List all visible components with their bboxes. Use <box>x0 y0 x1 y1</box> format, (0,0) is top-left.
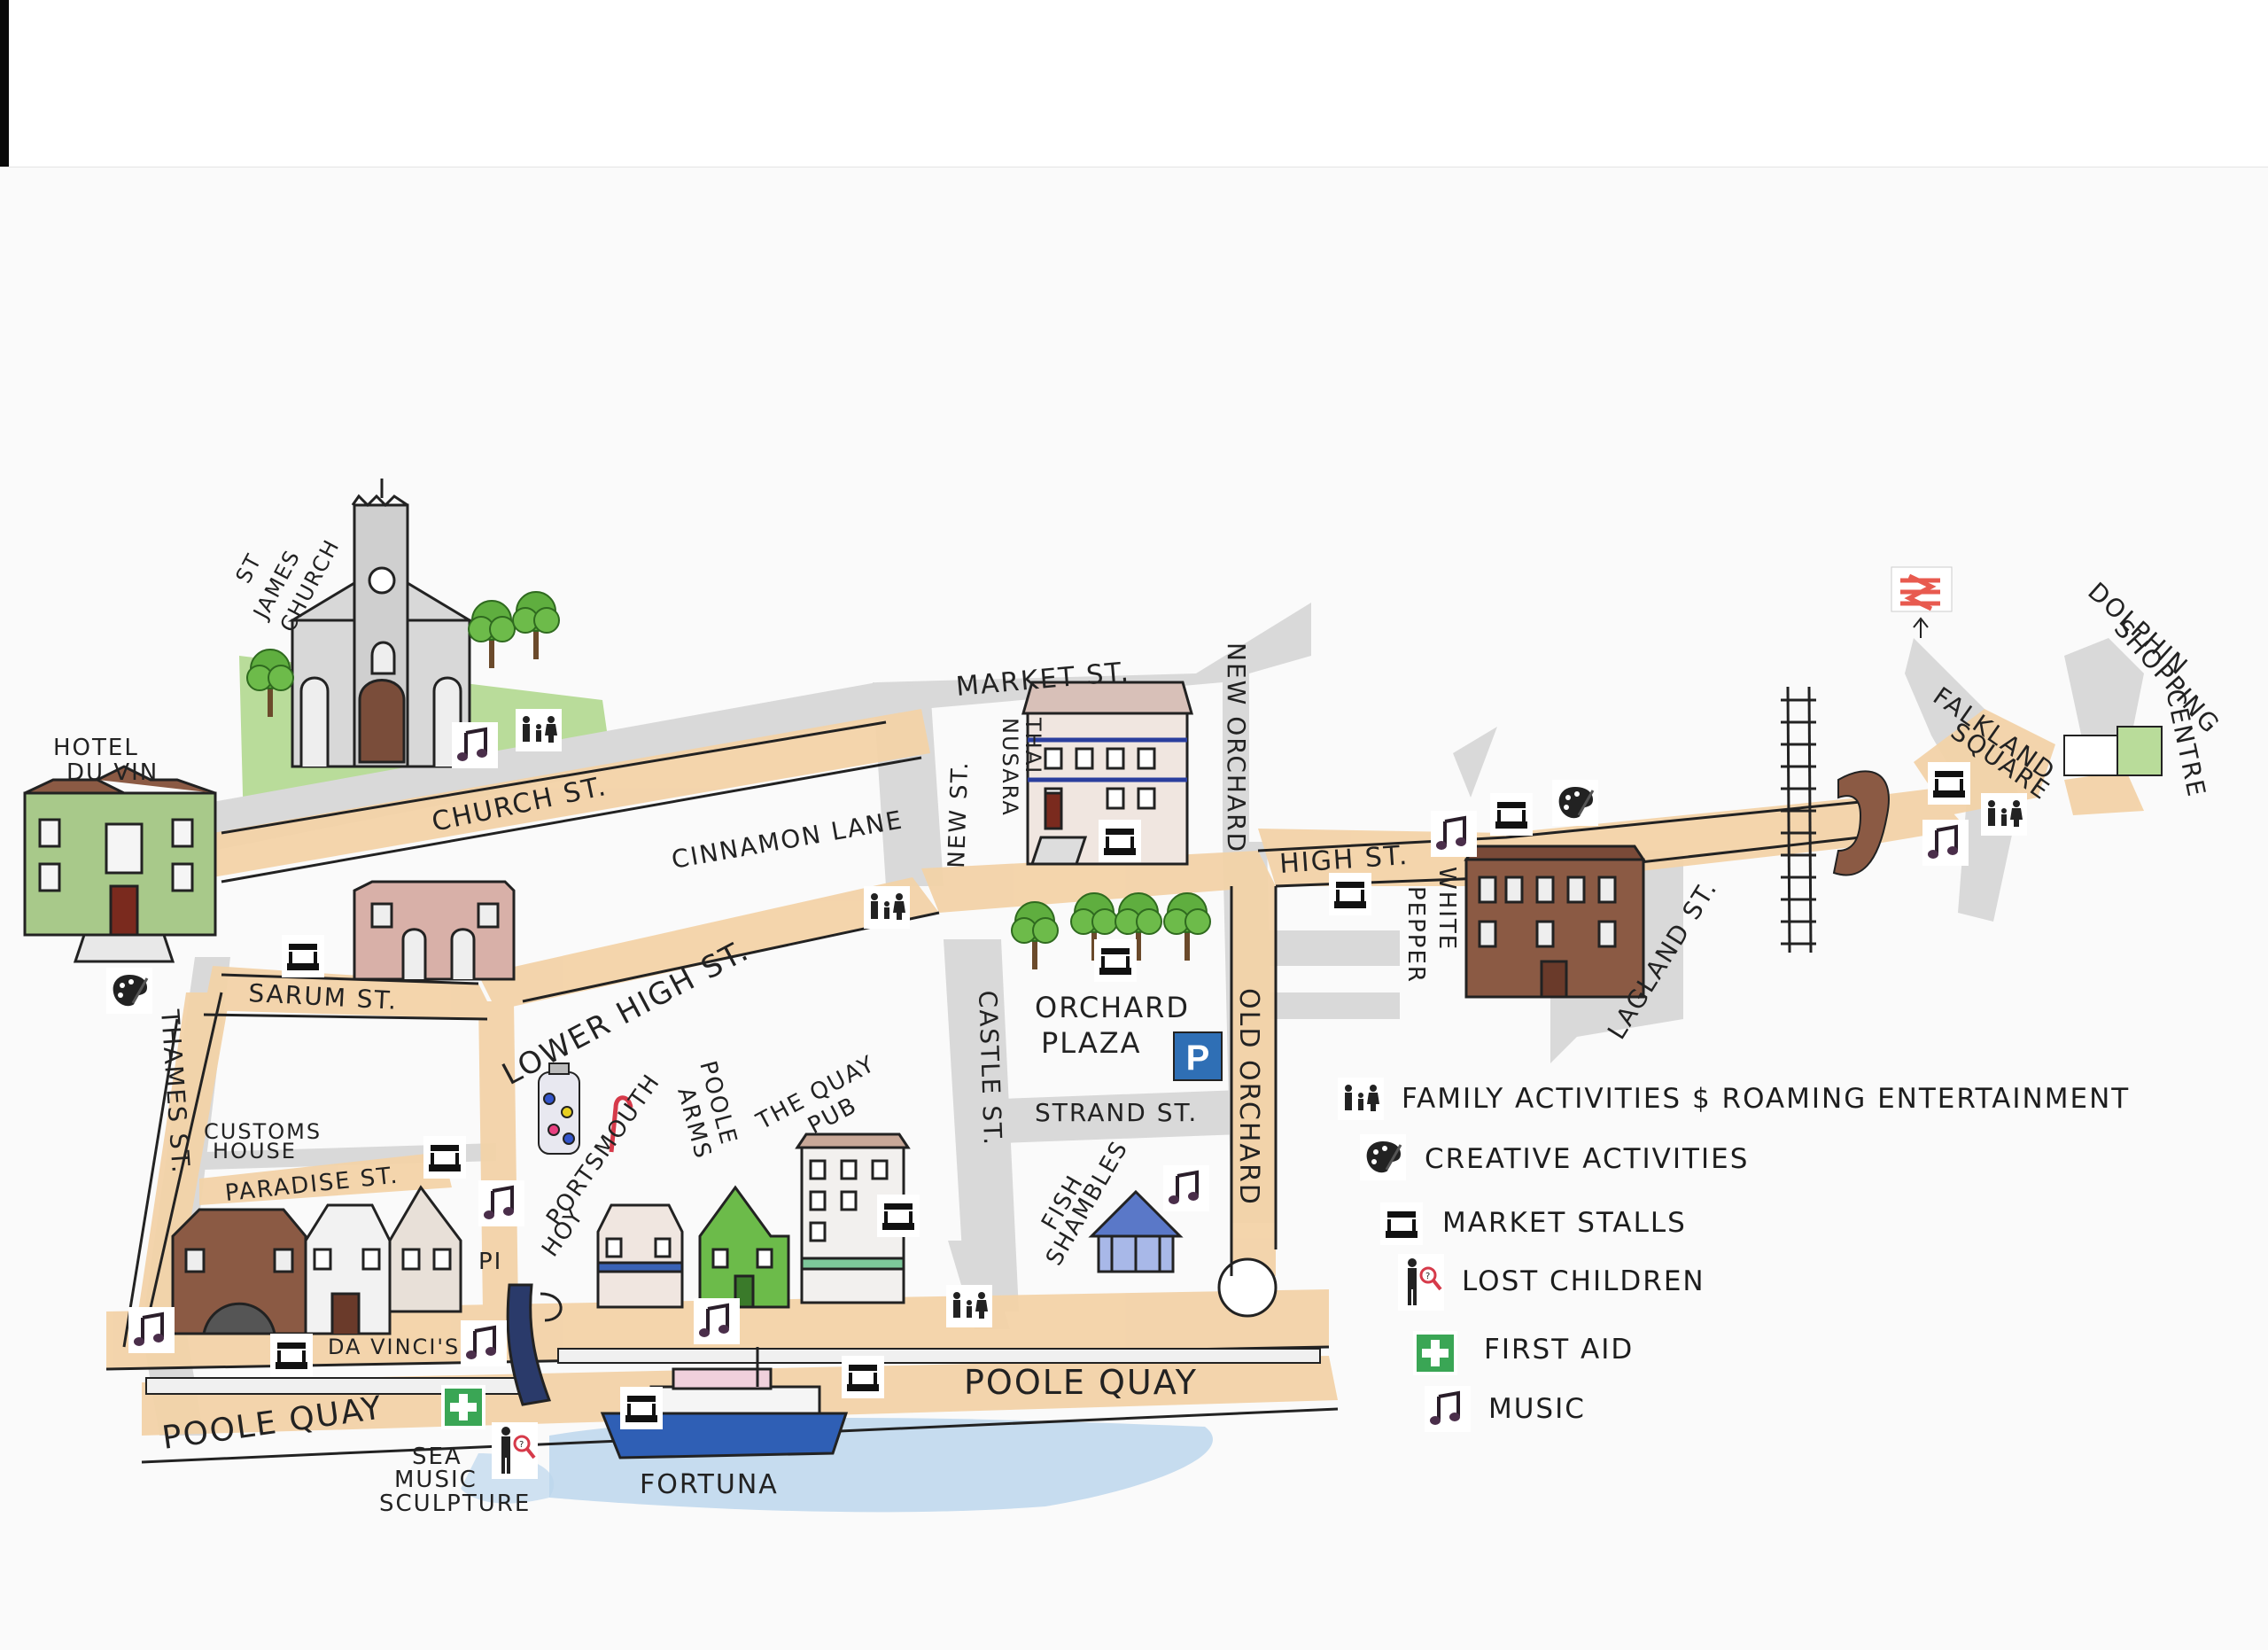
old-orchard-label: OLD ORCHARD <box>1233 988 1264 1206</box>
orchard-plaza-label-1: ORCHARD <box>1035 991 1190 1024</box>
white-pepper-label-2: PEPPER <box>1402 886 1429 984</box>
hotel-du-vin-label-2: DU VIN <box>66 759 159 786</box>
family-icon <box>516 709 562 751</box>
music-icon <box>1429 809 1479 859</box>
customs-house-label-2: HOUSE <box>213 1139 297 1164</box>
orchard-plaza-label-2: PLAZA <box>1041 1026 1142 1060</box>
pi-label: PI <box>478 1249 502 1275</box>
white-pepper-building <box>1464 844 1646 999</box>
music-icon <box>1423 1384 1472 1434</box>
dolphin-centre-entrance <box>2063 726 2163 776</box>
hotel-du-vin-label-1: HOTEL <box>53 735 139 761</box>
lost-children-icon <box>1396 1252 1446 1312</box>
parking-sign: P <box>1173 1031 1223 1081</box>
cinnamon-lane-label: CINNAMON LANE <box>669 805 905 875</box>
legend-firstaid-label: FIRST AID <box>1484 1334 1635 1366</box>
new-orchard-label: NEW ORCHARD <box>1222 642 1251 853</box>
sarum-st-building <box>353 880 516 981</box>
legend-creative-label: CREATIVE ACTIVITIES <box>1425 1143 1750 1175</box>
family-icon <box>1981 793 2027 836</box>
market-stall-icon <box>423 1136 466 1179</box>
fish-shambles-pavilion <box>1088 1189 1184 1273</box>
lost-children-icon <box>490 1420 540 1481</box>
market-stall-icon <box>1928 762 1970 805</box>
legend-family-label: FAMILY ACTIVITIES $ ROAMING ENTERTAINMEN… <box>1402 1083 2131 1115</box>
legend-market-label: MARKET STALLS <box>1442 1207 1687 1239</box>
sea-music-label-3: SCULPTURE <box>379 1490 531 1517</box>
market-stall-icon <box>1329 873 1371 915</box>
poole-quay-right-label: POOLE QUAY <box>964 1363 1198 1402</box>
nusara-thai-label-2: THAI <box>1021 717 1045 774</box>
music-icon <box>459 1319 509 1368</box>
new-st-label: NEW ST. <box>944 760 974 868</box>
market-stall-icon <box>877 1195 920 1237</box>
paradise-st-buildings <box>171 1185 462 1335</box>
fortuna-label: FORTUNA <box>640 1469 779 1500</box>
legend-icons <box>1338 1078 1472 1434</box>
fortuna-boat <box>600 1347 849 1459</box>
market-stall-icon <box>842 1356 884 1398</box>
st-james-church <box>287 479 475 768</box>
market-stall-icon <box>1490 793 1533 836</box>
hotel-du-vin-building <box>23 765 217 963</box>
music-icon <box>477 1179 526 1228</box>
sea-music-label-2: MUSIC <box>394 1467 478 1493</box>
first-aid-icon <box>441 1385 485 1429</box>
nusara-thai-label-1: NUSARA <box>998 718 1022 817</box>
st-james-label-1: ST <box>231 549 268 588</box>
quay-railings <box>145 1348 1321 1395</box>
family-icon <box>946 1285 992 1327</box>
da-vincis-label: DA VINCI'S <box>328 1335 460 1359</box>
customs-house-label-1: CUSTOMS <box>204 1119 322 1144</box>
legend-lost-label: LOST CHILDREN <box>1462 1265 1705 1297</box>
market-stall-icon <box>620 1387 663 1429</box>
palette-icon <box>1550 778 1600 828</box>
rail-bridge <box>1832 770 1890 876</box>
roundabout <box>1217 1257 1278 1318</box>
family-icon <box>864 886 910 929</box>
sweet-jar <box>538 1062 633 1155</box>
music-icon <box>692 1296 742 1346</box>
market-stall-icon <box>1094 939 1137 982</box>
white-pepper-label-1: WHITE <box>1433 867 1460 951</box>
palette-icon <box>105 966 154 1016</box>
scan-edge <box>0 0 9 168</box>
sea-music-label-1: SEA <box>412 1444 462 1470</box>
market-stall-icon <box>282 935 324 977</box>
castle-st-label: CASTLE ST. <box>973 990 1007 1147</box>
parking-label: P <box>1186 1039 1210 1078</box>
market-stall-icon <box>270 1334 313 1376</box>
music-icon <box>1921 818 1970 868</box>
family-icon <box>1338 1078 1384 1120</box>
quay-front-buildings <box>596 1132 911 1309</box>
railway-track <box>1781 686 1816 953</box>
legend-music-label: MUSIC <box>1488 1393 1586 1425</box>
sea-music-sculpture <box>506 1283 563 1406</box>
strand-st-label: STRAND ST. <box>1035 1098 1198 1127</box>
market-stall-icon <box>1099 820 1141 862</box>
music-icon <box>127 1305 176 1355</box>
first-aid-icon <box>1413 1331 1457 1375</box>
nusara-thai-building <box>1021 681 1193 866</box>
music-icon <box>450 720 500 770</box>
market-stall-icon <box>1380 1202 1423 1245</box>
music-icon <box>1161 1164 1211 1213</box>
palette-icon <box>1358 1132 1408 1182</box>
rail-station-icon <box>1891 566 1953 638</box>
